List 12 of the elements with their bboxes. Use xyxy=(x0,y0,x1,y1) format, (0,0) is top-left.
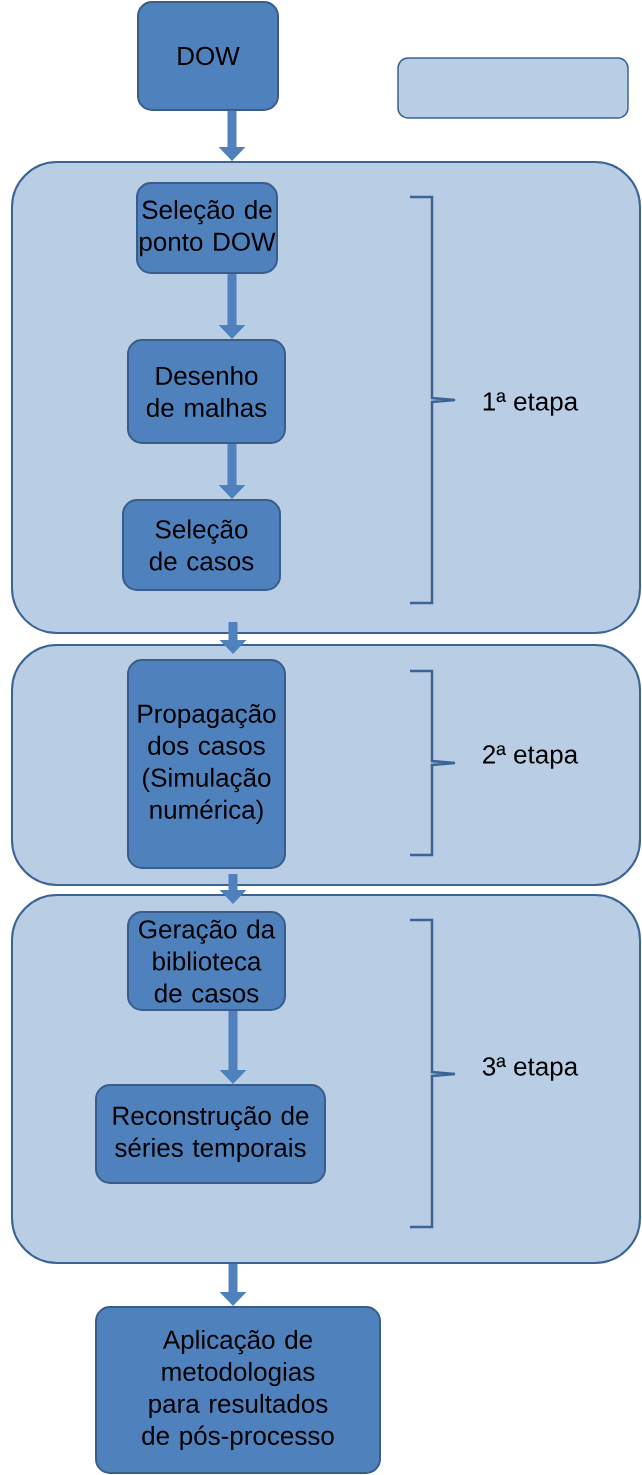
process-box: Seleção de ponto DOW xyxy=(136,182,278,274)
process-box: Seleção de casos xyxy=(122,499,281,591)
process-box: Propagação dos casos (Simulação numérica) xyxy=(127,659,286,869)
process-box: Aplicação de metodologias para resultados de pós-processo xyxy=(95,1306,381,1474)
stage-label: 2ª etapa xyxy=(483,745,579,769)
process-box: DOW xyxy=(137,1,279,111)
process-box: Desenho de malhas xyxy=(127,339,286,444)
legend-box xyxy=(397,57,629,119)
process-box: Geração da biblioteca de casos xyxy=(127,911,286,1011)
process-box: Reconstrução de séries temporais xyxy=(95,1084,326,1184)
stage-label: 1ª etapa xyxy=(483,392,579,416)
stage-label: 3ª etapa xyxy=(482,1057,579,1081)
